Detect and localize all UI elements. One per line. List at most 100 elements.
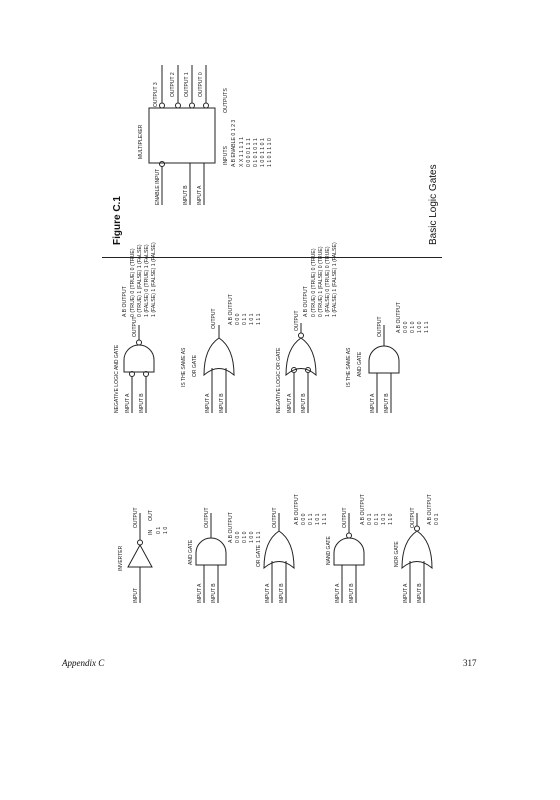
mux-inputs-head: INPUTS bbox=[223, 145, 229, 165]
mux-row-1: 0 0 0 0 1 1 1 bbox=[246, 138, 252, 167]
logic-gates-figure: INVERTER INPUT OUTPUT IN OUT 0 1 1 0 AND… bbox=[114, 65, 440, 603]
multiplexer-title: MULTIPLEXER bbox=[138, 124, 144, 159]
or-input-a: INPUT A bbox=[265, 583, 271, 603]
negative-or-row-1: 0 (TRUE) 1 (FALSE) 0 (TRUE) bbox=[318, 246, 324, 317]
or-equivalent-row-0: 0 0 0 bbox=[235, 313, 241, 325]
negative-and-gate-symbol bbox=[123, 325, 155, 413]
negative-and-title: NEGATIVE LOGIC AND GATE bbox=[114, 344, 120, 413]
and-equivalent-head: A B OUTPUT bbox=[396, 301, 402, 333]
and-equivalent-input-a: INPUT A bbox=[370, 393, 376, 413]
inverter-row-0: 0 1 bbox=[156, 527, 162, 534]
mux-input-a: INPUT A bbox=[197, 185, 203, 205]
and-equivalent-output: OUTPUT bbox=[377, 316, 383, 337]
nor-output-label: OUTPUT bbox=[410, 507, 416, 528]
or-row-2: 1 0 1 bbox=[315, 513, 321, 525]
mux-row-3: 1 0 0 1 1 0 1 bbox=[260, 138, 266, 167]
or-row-3: 1 1 1 bbox=[322, 513, 328, 525]
inverter-title: INVERTER bbox=[118, 545, 124, 571]
or-table-head: A B OUTPUT bbox=[294, 493, 300, 525]
and-title: AND GATE bbox=[188, 539, 194, 565]
or-equivalent-row-3: 1 1 1 bbox=[256, 313, 262, 325]
or-equivalent-output: OUTPUT bbox=[211, 308, 217, 329]
and-equivalent-row-3: 1 1 1 bbox=[424, 321, 430, 333]
nor-row-0: 0 0 1 bbox=[434, 513, 440, 525]
negative-and-head: A B OUTPUT bbox=[122, 285, 128, 317]
mux-outputs-head: OUTPUTS bbox=[223, 88, 229, 113]
nand-gate-symbol bbox=[333, 513, 365, 603]
rotated-figure: INVERTER INPUT OUTPUT IN OUT 0 1 1 0 AND… bbox=[102, 33, 442, 613]
or-title: OR GATE bbox=[256, 544, 262, 567]
or-equivalent-input-a: INPUT A bbox=[205, 393, 211, 413]
mux-output-3: OUTPUT 3 bbox=[153, 82, 159, 107]
and-output-label: OUTPUT bbox=[204, 507, 210, 528]
mux-row-2: 0 1 0 1 0 1 1 bbox=[253, 138, 259, 167]
negative-and-output: OUTPUT bbox=[132, 316, 138, 337]
negative-or-row-0: 0 (TRUE) 0 (TRUE) 0 (TRUE) bbox=[311, 248, 317, 317]
and-gate-equivalent-symbol bbox=[368, 325, 400, 413]
inverter-head-in: IN bbox=[148, 530, 154, 535]
footer-page-number: 317 bbox=[463, 658, 477, 668]
or-equivalent-row-2: 1 0 1 bbox=[249, 313, 255, 325]
or-equivalent-head: A B OUTPUT bbox=[228, 293, 234, 325]
negative-and-row-0: 0 (TRUE) 0 (TRUE) 0 (TRUE) bbox=[130, 248, 136, 317]
nand-output-label: OUTPUT bbox=[342, 507, 348, 528]
nor-input-b: INPUT B bbox=[417, 583, 423, 603]
nand-table-head: A B OUTPUT bbox=[360, 493, 366, 525]
nand-row-1: 0 1 1 bbox=[374, 513, 380, 525]
nand-row-0: 0 0 1 bbox=[367, 513, 373, 525]
and-input-a: INPUT A bbox=[197, 583, 203, 603]
inverter-symbol bbox=[127, 513, 153, 603]
and-equivalent-title: AND GATE bbox=[357, 351, 363, 377]
inverter-input-label: INPUT bbox=[133, 588, 139, 603]
mux-row-0: X X 1 1 1 1 1 bbox=[239, 137, 245, 167]
nand-row-2: 1 0 1 bbox=[381, 513, 387, 525]
negative-or-gate-symbol bbox=[285, 323, 317, 413]
and-equivalent-row-2: 1 0 0 bbox=[417, 321, 423, 333]
nor-input-a: INPUT A bbox=[403, 583, 409, 603]
negative-or-head: A B OUTPUT bbox=[303, 285, 309, 317]
or-equivalent-row-1: 0 1 1 bbox=[242, 313, 248, 325]
mux-enable-input: ENABLE INPUT bbox=[155, 169, 161, 205]
nand-input-b: INPUT B bbox=[349, 583, 355, 603]
and-equivalent-row-1: 0 1 0 bbox=[410, 321, 416, 333]
or-row-0: 0 0 0 bbox=[301, 513, 307, 525]
and-equivalent-input-b: INPUT B bbox=[384, 393, 390, 413]
or-equivalent-input-b: INPUT B bbox=[219, 393, 225, 413]
nor-title: NOR GATE bbox=[394, 541, 400, 567]
and-input-b: INPUT B bbox=[211, 583, 217, 603]
and-row-2: 1 0 0 bbox=[249, 531, 255, 543]
and-row-0: 0 0 0 bbox=[235, 531, 241, 543]
mux-output-0: OUTPUT 0 bbox=[198, 72, 204, 97]
and-gate-symbol bbox=[195, 513, 227, 603]
negative-and-input-b: INPUT B bbox=[139, 393, 145, 413]
and-row-1: 0 1 0 bbox=[242, 531, 248, 543]
nor-table-head: A B OUTPUT bbox=[427, 493, 433, 525]
figure-caption: Basic Logic Gates bbox=[428, 164, 439, 245]
negative-or-input-a: INPUT A bbox=[287, 393, 293, 413]
mux-input-b: INPUT B bbox=[183, 185, 189, 205]
or-row-1: 0 1 1 bbox=[308, 513, 314, 525]
mux-output-1: OUTPUT 1 bbox=[184, 72, 190, 97]
negative-and-row-1: 0 (TRUE) 1 (FALSE) 1 (FALSE) bbox=[137, 244, 143, 317]
figure-divider bbox=[102, 257, 442, 258]
nand-row-3: 1 1 0 bbox=[388, 513, 394, 525]
inverter-row-1: 1 0 bbox=[163, 527, 169, 534]
and-table-head: A B OUTPUT bbox=[228, 511, 234, 543]
nand-input-a: INPUT A bbox=[335, 583, 341, 603]
nand-title: NAND GATE bbox=[326, 536, 332, 565]
mux-row-4: 1 1 0 1 1 1 0 bbox=[267, 138, 273, 167]
negative-or-input-b: INPUT B bbox=[301, 393, 307, 413]
negative-or-row-3: 1 (FALSE) 1 (FALSE) 1 (FALSE) bbox=[332, 242, 338, 317]
or-output-label: OUTPUT bbox=[272, 507, 278, 528]
negative-or-row-2: 1 (FALSE) 0 (TRUE) 0 (TRUE) bbox=[325, 246, 331, 317]
negative-and-input-a: INPUT A bbox=[125, 393, 131, 413]
or-equivalent-title: OR GATE bbox=[192, 354, 198, 377]
inverter-head-out: OUT bbox=[148, 509, 154, 521]
mux-col-head: A B ENABLE 0 1 2 3 bbox=[231, 120, 237, 167]
and-row-3: 1 1 1 bbox=[256, 531, 262, 543]
same-as-1: IS THE SAME AS bbox=[181, 347, 187, 387]
and-equivalent-row-0: 0 0 0 bbox=[403, 321, 409, 333]
or-input-b: INPUT B bbox=[279, 583, 285, 603]
mux-output-2: OUTPUT 2 bbox=[170, 72, 176, 97]
